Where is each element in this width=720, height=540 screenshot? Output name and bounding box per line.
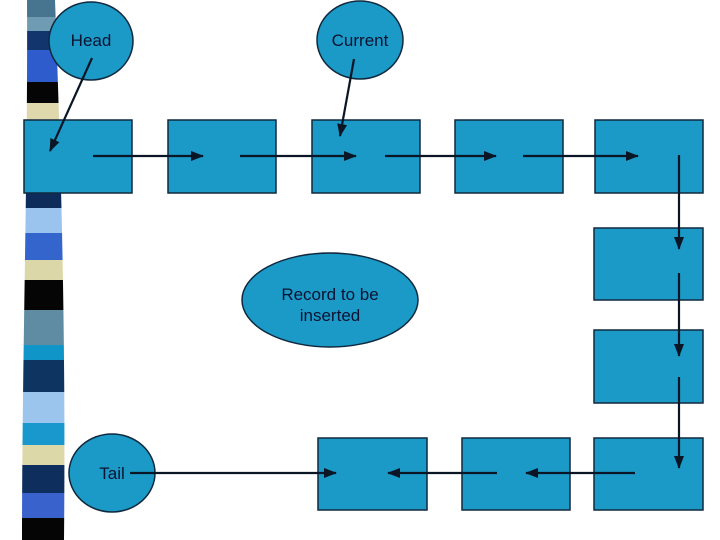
node-right-1 [593, 227, 704, 301]
stripe-segment [22, 0, 65, 17]
record-to-insert-ellipse [241, 252, 419, 348]
tail-label: Tail [99, 464, 125, 483]
node-right-2 [593, 329, 704, 404]
head-pointer-ellipse [48, 1, 134, 81]
stripe-segment [22, 392, 65, 423]
stripe-segment [22, 465, 65, 493]
head-arrow [48, 57, 94, 152]
stripe-segment [22, 233, 65, 260]
head-label: Head [71, 31, 112, 50]
stripe-segment [22, 280, 65, 310]
record-label-line1: Record to be [281, 285, 378, 304]
stripe-segment [22, 103, 65, 121]
current-label: Current [332, 31, 389, 50]
stripe-segment [22, 82, 65, 103]
stripe-segment [22, 345, 65, 360]
stripe-segment [22, 310, 65, 345]
current-pointer-ellipse [316, 0, 404, 80]
stripe-segment [22, 518, 65, 540]
current-arrow [337, 58, 356, 137]
record-label-line2: inserted [300, 306, 360, 325]
stripe-segment [22, 208, 65, 233]
stripe-segment [22, 423, 65, 445]
stripe-segment [22, 193, 65, 208]
stripe-segment [22, 493, 65, 518]
stripe-segment [22, 445, 65, 465]
decorative-left-stripe [22, 0, 65, 540]
stripe-segment [22, 360, 65, 392]
stripe-segment [22, 260, 65, 280]
